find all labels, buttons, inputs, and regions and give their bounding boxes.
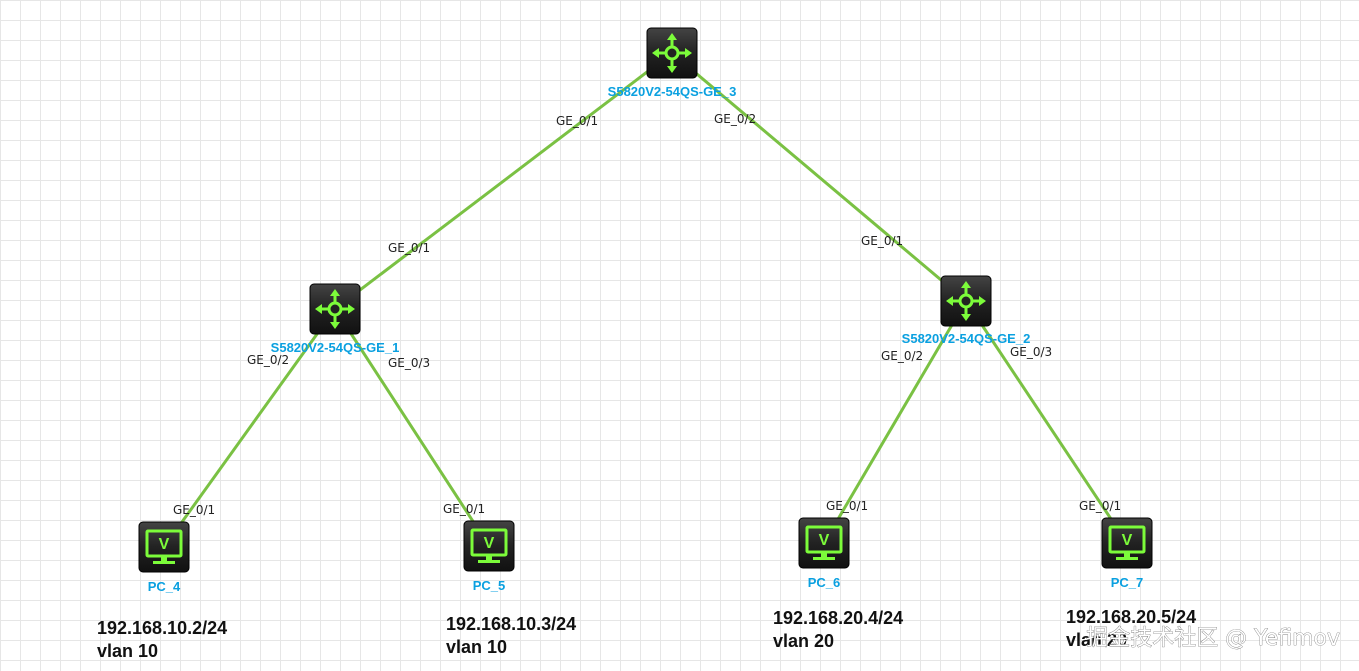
link-right-pc6[interactable] <box>822 300 968 544</box>
port-label-left-ge03: GE_0/3 <box>388 356 430 370</box>
device-label: S5820V2-54QS-GE_3 <box>608 84 737 99</box>
router-icon <box>308 282 362 336</box>
port-label-right-ge01: GE_0/1 <box>861 234 903 248</box>
watermark: 掘金技术社区 @ Yefimov <box>1086 626 1340 651</box>
device-label: PC_7 <box>1111 575 1144 590</box>
port-label-core-ge01: GE_0/1 <box>556 114 598 128</box>
vlan-label: vlan 10 <box>446 637 507 657</box>
router-icon <box>645 26 699 80</box>
pc7-annotation: 192.168.20.5/24 vlan 20 <box>1066 607 1196 650</box>
pc5-annotation: 192.168.10.3/24 vlan 10 <box>446 614 576 657</box>
port-label-pc6-ge01: GE_0/1 <box>826 499 868 513</box>
device-pc4[interactable]: V PC_4 <box>137 520 191 594</box>
vlan-label: vlan 20 <box>773 631 834 651</box>
ip-address: 192.168.10.3/24 <box>446 614 576 634</box>
port-label-pc5-ge01: GE_0/1 <box>443 502 485 516</box>
ip-address: 192.168.10.2/24 <box>97 618 227 638</box>
port-labels: GE_0/1 GE_0/1 GE_0/2 GE_0/1 GE_0/2 GE_0/… <box>173 112 1121 517</box>
link-core-left[interactable] <box>334 51 673 311</box>
device-label: S5820V2-54QS-GE_2 <box>902 331 1031 346</box>
device-pc5[interactable]: V PC_5 <box>462 519 516 593</box>
device-pc6[interactable]: V PC_6 <box>797 516 851 590</box>
link-left-pc4[interactable] <box>162 308 337 548</box>
device-label: S5820V2-54QS-GE_1 <box>271 340 400 355</box>
monitor-glyph-letter: V <box>484 535 495 552</box>
monitor-glyph-letter: V <box>1122 532 1133 549</box>
port-label-left-ge01: GE_0/1 <box>388 241 430 255</box>
link-left-pc5[interactable] <box>333 308 491 547</box>
port-label-pc4-ge01: GE_0/1 <box>173 503 215 517</box>
port-label-right-ge03: GE_0/3 <box>1010 345 1052 359</box>
device-pc7[interactable]: V PC_7 <box>1100 516 1154 590</box>
vlan-label: vlan 10 <box>97 641 158 661</box>
links <box>162 51 1129 548</box>
link-core-right[interactable] <box>671 51 967 303</box>
ip-address: 192.168.20.4/24 <box>773 608 903 628</box>
router-icon <box>939 274 993 328</box>
port-label-right-ge02: GE_0/2 <box>881 349 923 363</box>
device-switch-core[interactable]: S5820V2-54QS-GE_3 <box>608 26 737 99</box>
pc6-annotation: 192.168.20.4/24 vlan 20 <box>773 608 903 651</box>
device-switch-right[interactable]: S5820V2-54QS-GE_2 <box>902 274 1031 346</box>
device-label: PC_6 <box>808 575 841 590</box>
device-label: PC_5 <box>473 578 506 593</box>
device-switch-left[interactable]: S5820V2-54QS-GE_1 <box>271 282 400 355</box>
pc4-annotation: 192.168.10.2/24 vlan 10 <box>97 618 227 661</box>
port-label-core-ge02: GE_0/2 <box>714 112 756 126</box>
monitor-glyph-letter: V <box>159 536 170 553</box>
vlan-label: vlan 20 <box>1066 630 1127 650</box>
monitor-glyph-letter: V <box>819 532 830 549</box>
device-label: PC_4 <box>148 579 181 594</box>
ip-address: 192.168.20.5/24 <box>1066 607 1196 627</box>
port-label-pc7-ge01: GE_0/1 <box>1079 499 1121 513</box>
link-right-pc7[interactable] <box>964 300 1129 544</box>
port-label-left-ge02: GE_0/2 <box>247 353 289 367</box>
